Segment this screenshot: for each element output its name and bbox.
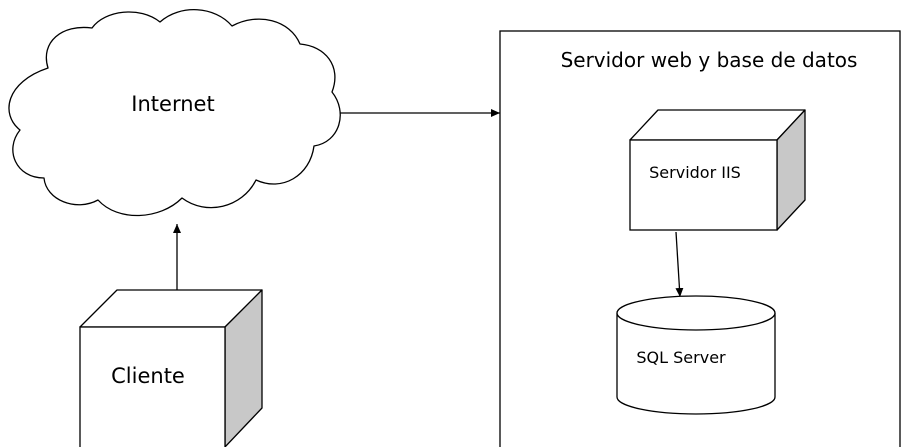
iis-to-sql-arrow bbox=[675, 231, 684, 298]
client-front-face bbox=[79, 326, 226, 447]
cloud-shape bbox=[8, 9, 341, 217]
iis-label: Servidor IIS bbox=[649, 163, 741, 182]
server-group: Servidor web y base de datos bbox=[499, 30, 901, 447]
server-group-frame bbox=[499, 30, 901, 447]
iis-server-node: Servidor IIS bbox=[629, 109, 806, 231]
client-label: Cliente bbox=[111, 364, 185, 388]
sql-server-node: SQL Server bbox=[616, 295, 776, 415]
iis-top-face bbox=[629, 109, 806, 141]
database-label: SQL Server bbox=[636, 348, 726, 367]
server-group-title: Servidor web y base de datos bbox=[561, 48, 858, 72]
database-body bbox=[616, 313, 776, 415]
client-node: Cliente bbox=[79, 289, 263, 447]
cloud-label: Internet bbox=[131, 92, 214, 116]
database-top bbox=[616, 295, 776, 331]
iis-front-face bbox=[629, 139, 778, 231]
internet-cloud: Internet bbox=[8, 9, 341, 217]
